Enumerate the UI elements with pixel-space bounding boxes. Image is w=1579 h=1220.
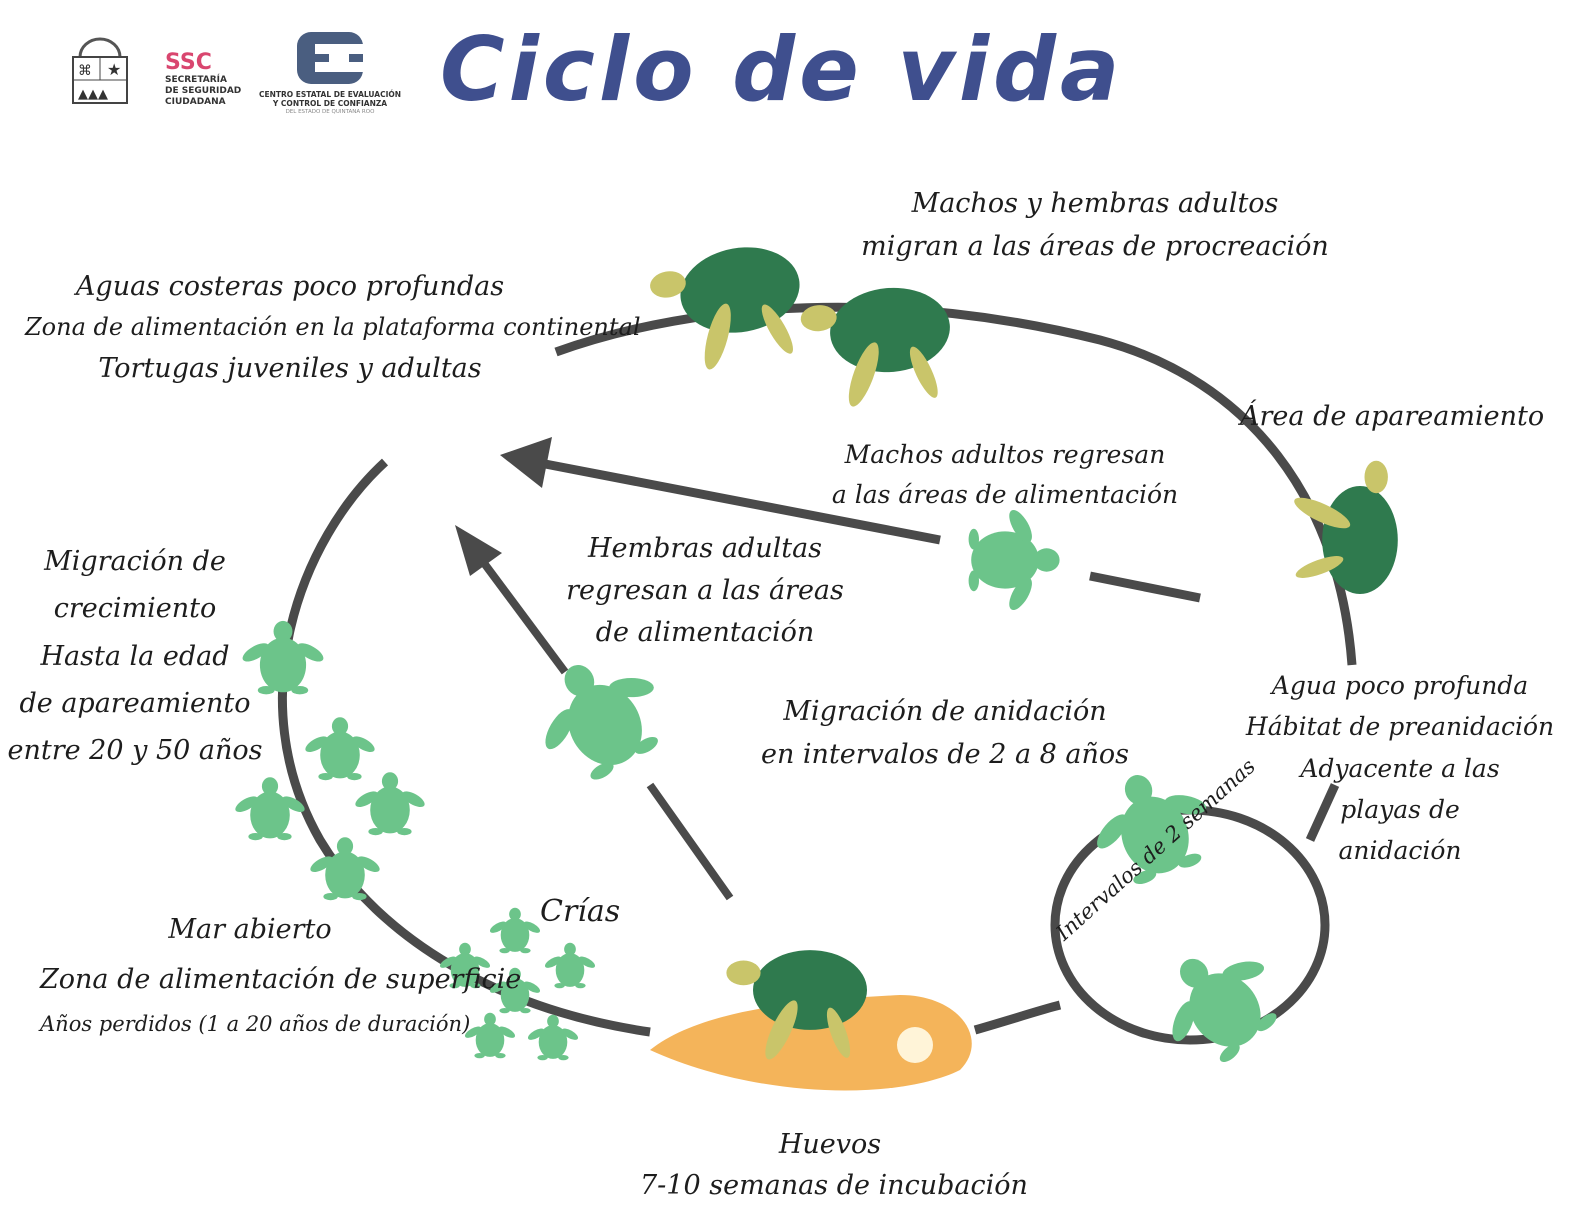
adult-turtle-icon — [646, 238, 813, 382]
hatchling-icon — [543, 942, 597, 989]
c3-line: Y CONTROL DE CONFIANZA — [272, 99, 388, 108]
nesting-beach — [650, 995, 972, 1091]
arrowhead-icon — [455, 525, 502, 576]
male-turtle-icon — [968, 506, 1060, 614]
mating-area-label: Área de apareamiento — [1240, 401, 1545, 432]
adult-turtle-icon — [798, 282, 957, 415]
ssc-logo-text: SSC — [165, 50, 212, 75]
ssc-logo: SSC SECRETARÍA DE SEGURIDAD CIUDADANA — [165, 50, 241, 108]
ssc-line: DE SEGURIDAD — [165, 86, 242, 96]
female-turtle-icon — [514, 633, 685, 797]
svg-text:▲▲▲: ▲▲▲ — [78, 87, 108, 102]
juvenile-turtle-icon — [302, 717, 378, 781]
c3-logo: CENTRO ESTATAL DE EVALUACIÓN Y CONTROL D… — [245, 30, 415, 116]
mating-turtles-icon — [1290, 460, 1398, 594]
c3-line: CENTRO ESTATAL DE EVALUACIÓN — [258, 90, 402, 99]
page-title: Ciclo de vida — [440, 18, 1124, 121]
svg-text:★: ★ — [107, 60, 121, 79]
hatchling-icon — [463, 1012, 517, 1059]
state-coat-of-arms-logo: ★ ⌘ ▲▲▲ — [70, 35, 130, 105]
juvenile-turtle-icon — [352, 772, 428, 836]
svg-text:⌘: ⌘ — [78, 63, 92, 79]
hatchling-icon — [488, 907, 542, 954]
c3-emblem-icon — [297, 32, 363, 84]
arrowhead-icon — [500, 437, 552, 488]
ssc-line: SECRETARÍA — [165, 75, 227, 85]
hatchlings-label: Crías — [540, 894, 621, 929]
internesting-turtle-icon — [1137, 922, 1300, 1082]
c3-line: DEL ESTADO DE QUINTANA ROO — [285, 109, 375, 115]
ssc-line: CIUDADANA — [165, 97, 226, 107]
hatchling-icon — [526, 1014, 580, 1061]
